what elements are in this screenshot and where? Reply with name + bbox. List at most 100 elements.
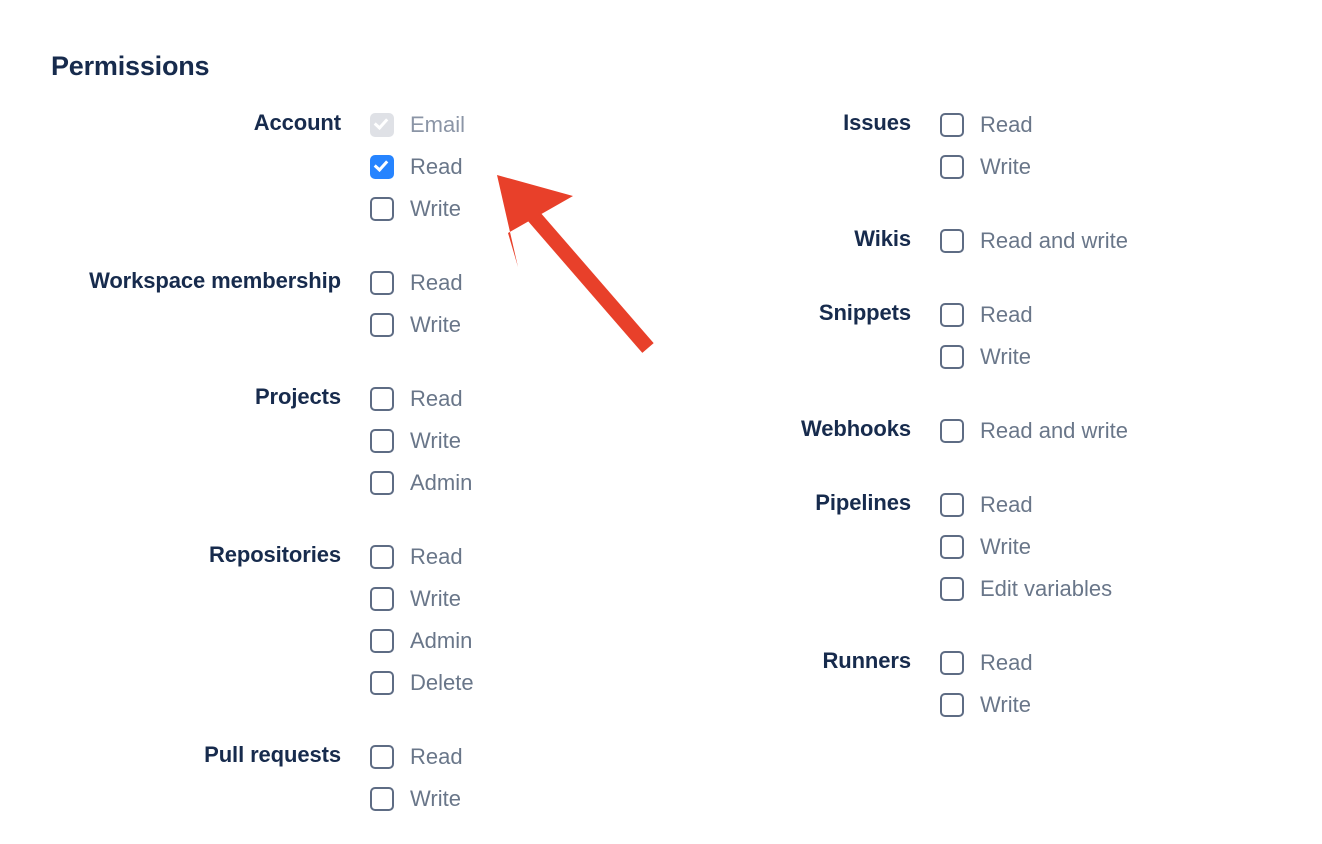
checkbox-unchecked-icon[interactable]: [370, 429, 394, 453]
permission-option-row[interactable]: Read: [370, 262, 660, 304]
permission-group-label: Account: [253, 110, 341, 135]
page-title: Permissions: [51, 51, 210, 81]
permission-option-row[interactable]: Write: [940, 684, 1322, 726]
permission-option-label: Write: [980, 692, 1031, 717]
permission-option-row[interactable]: Read: [940, 642, 1322, 684]
permission-option-label: Read: [980, 492, 1033, 517]
permission-option-row[interactable]: Read: [940, 104, 1322, 146]
check-mark-icon: [373, 156, 389, 173]
permission-option-row[interactable]: Admin: [370, 620, 660, 662]
permission-option-row[interactable]: Write: [940, 526, 1322, 568]
permission-option-row[interactable]: Read: [940, 294, 1322, 336]
permission-option-label: Write: [410, 786, 461, 811]
permission-group-label: Workspace membership: [89, 268, 341, 293]
permission-option-label: Read: [410, 744, 463, 769]
permission-option-row[interactable]: Write: [370, 304, 660, 346]
checkbox-unchecked-icon[interactable]: [370, 387, 394, 411]
checkbox-unchecked-icon[interactable]: [370, 629, 394, 653]
permission-group-label: Projects: [254, 384, 341, 409]
permission-option-row[interactable]: Write: [370, 420, 660, 462]
checkbox-unchecked-icon[interactable]: [940, 651, 964, 675]
permission-option-row[interactable]: Edit variables: [940, 568, 1322, 610]
checkbox-unchecked-icon[interactable]: [940, 113, 964, 137]
permission-option-label: Read: [980, 112, 1033, 137]
permission-option-list: Read and write: [940, 220, 1322, 262]
permission-group-label: Repositories: [208, 542, 341, 567]
permission-option-row[interactable]: Read: [370, 536, 660, 578]
permission-option-label: Write: [410, 312, 461, 337]
permission-option-label: Admin: [410, 470, 473, 495]
permission-option-label: Read: [980, 302, 1033, 327]
permission-group-label: Issues: [843, 110, 911, 135]
permission-option-row[interactable]: Write: [940, 336, 1322, 378]
permission-option-label: Read: [410, 386, 463, 411]
permission-option-label: Write: [980, 154, 1031, 179]
checkbox-unchecked-icon[interactable]: [940, 693, 964, 717]
permission-option-label: Write: [410, 196, 461, 221]
permission-option-row[interactable]: Admin: [370, 462, 660, 504]
permission-option-label: Read: [410, 154, 463, 179]
checkbox-unchecked-icon[interactable]: [370, 545, 394, 569]
checkbox-unchecked-icon[interactable]: [370, 471, 394, 495]
permission-option-row[interactable]: Read: [940, 484, 1322, 526]
permission-option-row[interactable]: Read and write: [940, 220, 1322, 262]
permission-option-row[interactable]: Write: [370, 578, 660, 620]
permission-option-list: Read and write: [940, 410, 1322, 452]
permission-option-label: Edit variables: [980, 576, 1113, 601]
checkbox-unchecked-icon[interactable]: [370, 745, 394, 769]
checkbox-unchecked-icon[interactable]: [370, 313, 394, 337]
checkbox-checked-icon[interactable]: [370, 155, 394, 179]
permission-option-label: Write: [410, 586, 461, 611]
checkbox-unchecked-icon[interactable]: [370, 197, 394, 221]
permission-option-label: Write: [980, 534, 1031, 559]
permission-option-row[interactable]: Write: [370, 778, 660, 820]
checkbox-unchecked-icon[interactable]: [370, 271, 394, 295]
permission-group-label: Webhooks: [800, 416, 911, 441]
checkbox-unchecked-icon[interactable]: [940, 535, 964, 559]
permission-option-row[interactable]: Delete: [370, 662, 660, 704]
checkbox-unchecked-icon[interactable]: [940, 303, 964, 327]
checkbox-unchecked-icon[interactable]: [370, 787, 394, 811]
check-mark-icon: [373, 114, 389, 131]
checkbox-unchecked-icon[interactable]: [370, 671, 394, 695]
permission-option-label: Read and write: [980, 418, 1128, 443]
checkbox-unchecked-icon[interactable]: [940, 345, 964, 369]
permission-option-label: Write: [410, 428, 461, 453]
permission-option-row[interactable]: Write: [370, 188, 660, 230]
permission-option-row[interactable]: Read: [370, 146, 660, 188]
permission-option-label: Email: [410, 112, 466, 137]
permission-option-row[interactable]: Read and write: [940, 410, 1322, 452]
checkbox-unchecked-icon[interactable]: [940, 577, 964, 601]
permission-group-label: Wikis: [854, 226, 911, 251]
checkbox-disabled-checked-icon: [370, 113, 394, 137]
permission-option-row[interactable]: Email: [370, 104, 660, 146]
permission-option-row[interactable]: Read: [370, 736, 660, 778]
checkbox-unchecked-icon[interactable]: [370, 587, 394, 611]
permission-option-label: Read and write: [980, 228, 1128, 253]
checkbox-unchecked-icon[interactable]: [940, 419, 964, 443]
permission-group-label: Snippets: [818, 300, 911, 325]
checkbox-unchecked-icon[interactable]: [940, 155, 964, 179]
permission-option-row[interactable]: Read: [370, 378, 660, 420]
permission-option-row[interactable]: Write: [940, 146, 1322, 188]
checkbox-unchecked-icon[interactable]: [940, 493, 964, 517]
permission-option-label: Write: [980, 344, 1031, 369]
checkbox-unchecked-icon[interactable]: [940, 229, 964, 253]
